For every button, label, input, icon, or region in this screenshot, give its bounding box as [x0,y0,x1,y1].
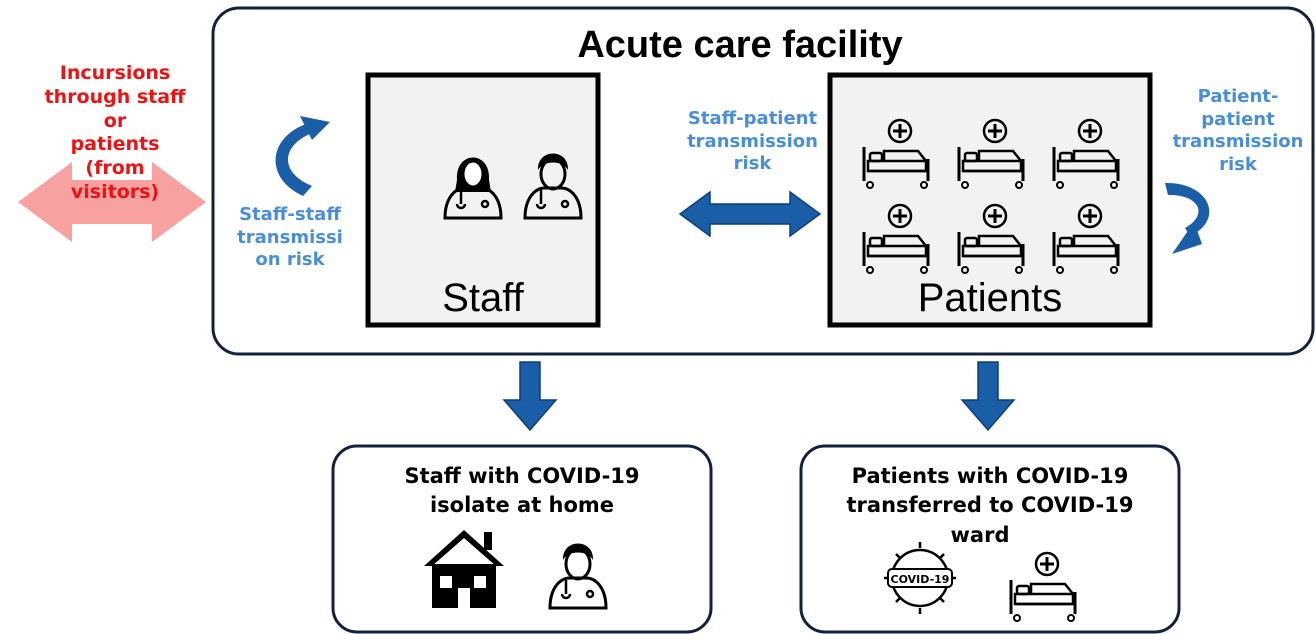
staff-box [365,72,601,328]
facility-title: Acute care facility [577,24,903,66]
covid-badge-label: COVID-19 [891,573,950,586]
outcome-patients-text: Patients with COVID-19 transferred to CO… [846,464,1134,547]
staff-down-arrow [502,361,558,432]
staff-patient-label: Staff-patient transmission risk [687,108,818,174]
outcome-staff-text: Staff with COVID-19 isolate at home [404,464,640,518]
patients-box [827,72,1153,328]
staff-patient-arrow [678,190,822,238]
outcome-staff-box [331,444,713,634]
patients-box-label: Patients [917,276,1063,320]
house-icon [424,530,504,608]
covid-virus-icon: COVID-19 [884,542,956,614]
patient-patient-label: Patient- patient transmission risk [1172,86,1304,175]
staff-box-label: Staff [442,276,524,320]
incursions-label: Incursions through staff or patients (fr… [44,62,186,203]
staff-staff-curved-arrow [275,124,312,196]
incursion-double-arrow [18,162,206,242]
patients-down-arrow [960,361,1016,432]
patient-patient-curved-arrow [1165,182,1210,236]
staff-staff-label: Staff-staff transmissi on risk [237,204,343,270]
